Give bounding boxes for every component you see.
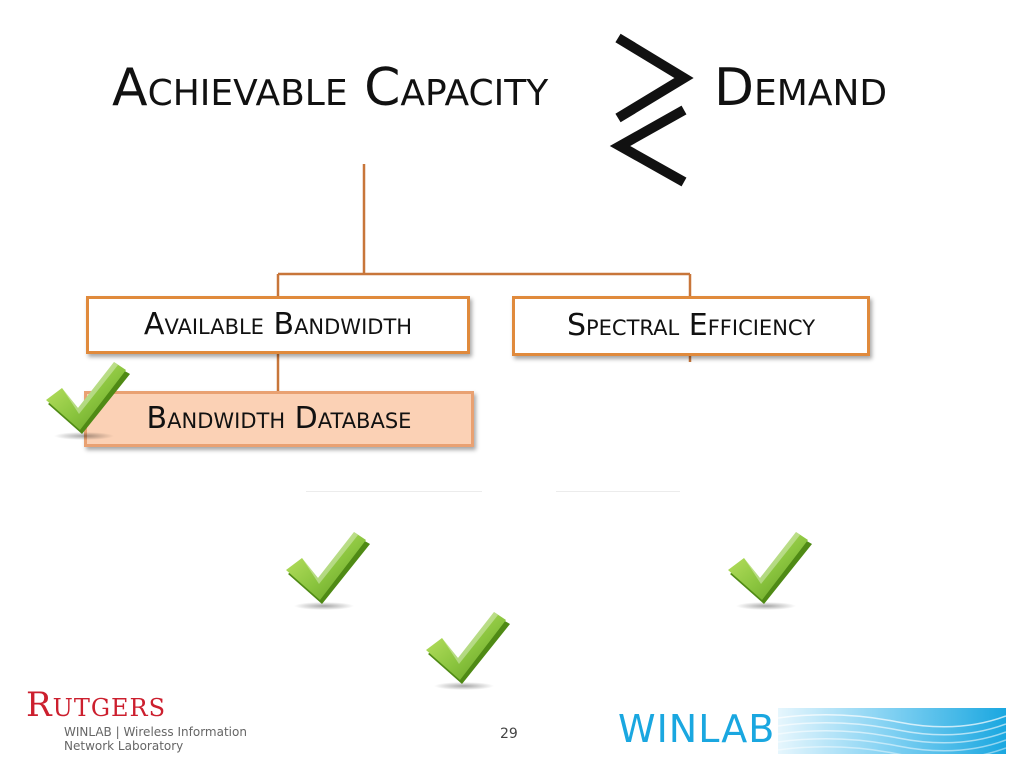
winlab-subtitle-line2: Network Laboratory: [64, 739, 184, 753]
green-checkmark-icon: [286, 532, 370, 610]
green-checkmark-icon: [46, 362, 130, 440]
winlab-logo-text: WINLAB: [618, 707, 776, 751]
rutgers-logo: Rutgers: [26, 685, 167, 725]
page-number: 29: [500, 726, 518, 742]
winlab-subtitle: WINLAB | Wireless Information Network La…: [64, 725, 247, 753]
green-checkmark-icon: [426, 612, 510, 690]
faint-divider: [306, 491, 482, 492]
available-bandwidth-label: Available Bandwidth: [143, 307, 413, 342]
greater-or-less-than-symbol: [609, 33, 694, 187]
spectral-efficiency-box: Spectral Efficiency: [512, 296, 870, 356]
bandwidth-database-box: Bandwidth Database: [84, 391, 474, 447]
faint-divider: [556, 491, 680, 492]
title-demand: Demand: [714, 58, 888, 118]
bandwidth-database-label: Bandwidth Database: [146, 401, 412, 436]
available-bandwidth-box: Available Bandwidth: [86, 296, 470, 354]
winlab-wave-banner: [778, 708, 1006, 754]
spectral-efficiency-label: Spectral Efficiency: [566, 308, 816, 343]
winlab-subtitle-line1: WINLAB | Wireless Information: [64, 725, 247, 739]
title-achievable-capacity: Achievable Capacity: [112, 58, 549, 118]
green-checkmark-icon: [728, 532, 812, 610]
